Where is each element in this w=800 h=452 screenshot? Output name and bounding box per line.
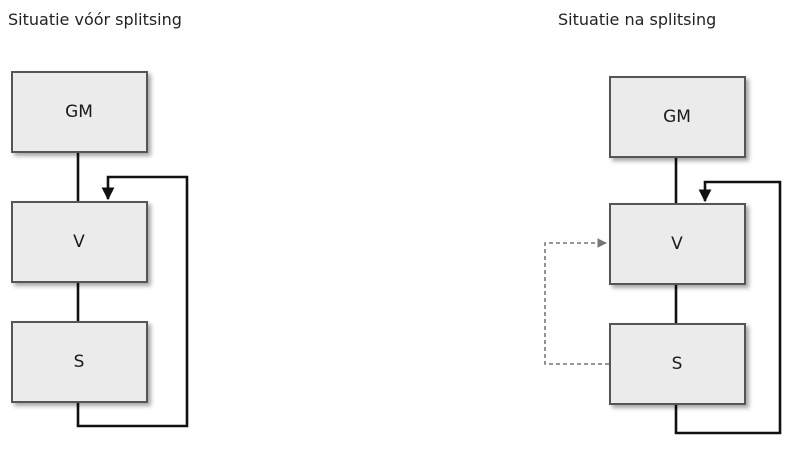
left-box-s: S	[11, 321, 148, 403]
left-feedback-arrow	[76, 175, 189, 428]
left-panel-title: Situatie vóór splitsing	[8, 10, 182, 29]
right-box-gm-label: GM	[663, 107, 691, 127]
left-box-v-label: V	[73, 232, 85, 252]
left-box-gm: GM	[11, 71, 148, 153]
left-panel: GM V S	[11, 71, 189, 428]
right-box-s: S	[609, 323, 746, 405]
right-feedback-arrow	[674, 180, 782, 435]
right-box-v-label: V	[671, 234, 683, 254]
right-panel-title: Situatie na splitsing	[558, 10, 717, 29]
right-box-s-label: S	[672, 354, 683, 374]
right-dashed-arrow	[544, 238, 609, 365]
left-box-v: V	[11, 201, 148, 283]
left-box-s-label: S	[74, 352, 85, 372]
left-box-gm-label: GM	[65, 102, 93, 122]
right-box-gm: GM	[609, 76, 746, 158]
right-box-v: V	[609, 203, 746, 285]
right-panel: GM V S	[544, 76, 782, 435]
